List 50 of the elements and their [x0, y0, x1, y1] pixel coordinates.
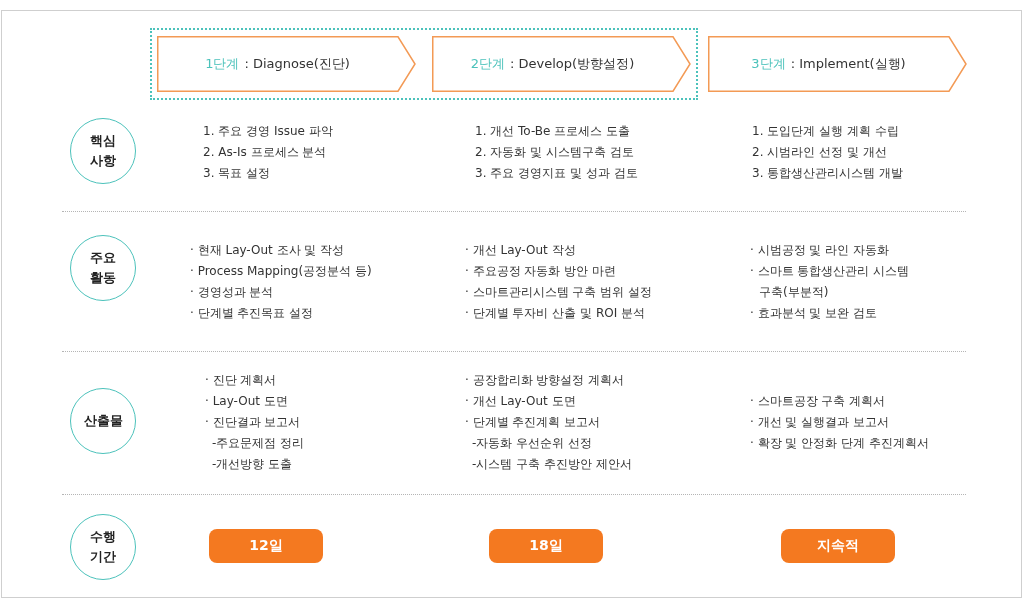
stage-title: : Diagnose(진단) [244, 55, 350, 73]
numbered-list-item: 1. 개선 To-Be 프로세스 도출 [475, 123, 631, 140]
stage-number: 3단계 [751, 55, 786, 73]
row-header-circle: 산출물 [70, 388, 136, 454]
duration-tag: 12일 [209, 529, 323, 563]
numbered-list-item: 2. 자동화 및 시스템구축 검토 [475, 144, 634, 161]
bullet-list-item: · 공장합리화 방향설정 계획서 [465, 372, 625, 389]
bullet-list-item: · 단계별 추진계획 보고서 [465, 414, 601, 431]
stage-number: 2단계 [470, 55, 506, 73]
bullet-list-item: · 스마트공장 구축 계획서 [750, 393, 886, 410]
stage-title: : Implement(실행) [790, 55, 906, 73]
sub-list-item: -개선방향 도출 [212, 456, 293, 473]
bullet-list-item: · 스마트 통합생산관리 시스템 구축(부분적) [750, 263, 911, 301]
sub-list-item: -주요문제점 정리 [212, 435, 305, 452]
row-header-circle: 주요 활동 [70, 235, 136, 301]
bullet-list-item: · 개선 Lay-Out 작성 [465, 242, 576, 259]
sub-list-item: -자동화 우선순위 선정 [472, 435, 592, 452]
bullet-list-item: · 진단결과 보고서 [205, 414, 301, 431]
row-header-circle: 핵심 사항 [70, 118, 136, 184]
bullet-list-item: · 스마트관리시스템 구축 범위 설정 [465, 284, 653, 301]
bullet-list-item: · 개선 및 실행결과 보고서 [750, 414, 890, 431]
stage-banner [157, 36, 416, 92]
bullet-list-item: · 효과분석 및 보완 검토 [750, 305, 878, 322]
dotted-group-frame [150, 28, 698, 100]
bullet-list-item: · 진단 계획서 [205, 372, 277, 389]
numbered-list-item: 3. 주요 경영지표 및 성과 검토 [475, 165, 638, 182]
numbered-list-item: 1. 주요 경영 Issue 파악 [203, 123, 333, 140]
stage-banner [432, 36, 691, 92]
bullet-list-item: · 주요공정 자동화 방안 마련 [465, 263, 617, 280]
duration-tag: 18일 [489, 529, 603, 563]
numbered-list-item: 1. 도입단계 실행 계획 수립 [752, 123, 899, 140]
bullet-list-item: · 확장 및 안정화 단계 추진계획서 [750, 435, 929, 452]
numbered-list-item: 2. 시범라인 선정 및 개선 [752, 144, 887, 161]
sub-list-item: -시스템 구축 추진방안 제안서 [472, 456, 632, 473]
stage-title: : Develop(방향설정) [510, 55, 635, 73]
bullet-list-item: · 현재 Lay-Out 조사 및 작성 [190, 242, 345, 259]
bullet-list-item: · Lay-Out 도면 [205, 393, 288, 410]
bullet-list-item: · 경영성과 분석 [190, 284, 274, 301]
bullet-list-item: · Process Mapping(공정분석 등) [190, 263, 372, 280]
stage-banner [708, 36, 967, 92]
stage-number: 1단계 [205, 55, 240, 73]
duration-tag: 지속적 [781, 529, 895, 563]
bullet-list-item: · 단계별 투자비 산출 및 ROI 분석 [465, 305, 646, 322]
bullet-list-item: · 개선 Lay-Out 도면 [465, 393, 576, 410]
numbered-list-item: 2. As-Is 프로세스 분석 [203, 144, 327, 161]
numbered-list-item: 3. 통합생산관리시스템 개발 [752, 165, 904, 182]
row-header-circle: 수행 기간 [70, 514, 136, 580]
bullet-list-item: · 시범공정 및 라인 자동화 [750, 242, 890, 259]
numbered-list-item: 3. 목표 설정 [203, 165, 271, 182]
bullet-list-item: · 단계별 추진목표 설정 [190, 305, 314, 322]
